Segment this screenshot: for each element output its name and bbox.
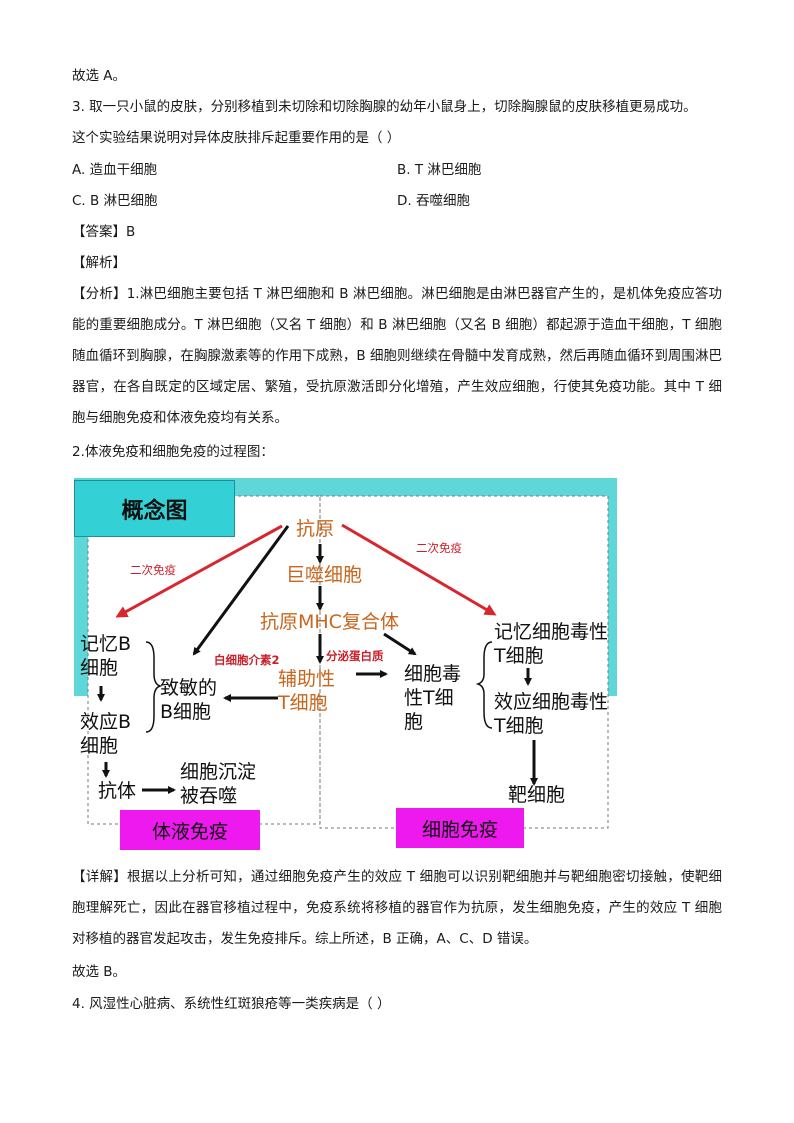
concept-map-title: 概念图 bbox=[74, 480, 235, 537]
question-4: 4. 风湿性心脏病、系统性红斑狼疮等一类疾病是（ ） bbox=[72, 996, 391, 1012]
node-macrophage: 巨噬细胞 bbox=[286, 564, 363, 586]
analysis-paragraph: 【分析】1.淋巴细胞主要包括 T 淋巴细胞和 B 淋巴细胞。淋巴细胞是由淋巴器官… bbox=[72, 279, 722, 434]
node-effector-cytotoxic-t-cell: 效应细胞毒性T细胞 bbox=[494, 691, 609, 737]
node-target-cell: 靶细胞 bbox=[508, 784, 566, 806]
cellular-immunity-box: 细胞免疫 bbox=[396, 808, 524, 848]
answer-label: 【答案】 bbox=[72, 224, 126, 240]
analysis-label: 【分析】 bbox=[72, 286, 127, 302]
option-c: C. B 淋巴细胞 bbox=[72, 193, 158, 209]
answer-value: B bbox=[126, 224, 136, 240]
node-effector-b-cell: 效应B细胞 bbox=[80, 711, 132, 757]
label-interleukin-2: 白细胞介素2 bbox=[214, 653, 280, 667]
node-cell-precipitate: 细胞沉淀被吞噬 bbox=[180, 761, 257, 807]
arrow-antigen-to-sensitized-b bbox=[192, 525, 290, 656]
node-antigen-mhc-complex: 抗原MHC复合体 bbox=[260, 611, 399, 633]
option-a: A. 造血干细胞 bbox=[72, 162, 158, 178]
node-antigen: 抗原 bbox=[296, 518, 335, 540]
brace-t-cells bbox=[475, 641, 493, 729]
option-b: B. T 淋巴细胞 bbox=[397, 162, 482, 178]
node-sensitized-b-cell: 致敏的B细胞 bbox=[160, 677, 218, 723]
arrow-mhc-to-cytotoxic-t bbox=[383, 632, 417, 656]
brace-b-cells bbox=[145, 641, 163, 733]
label-secondary-immunity-right: 二次免疫 bbox=[416, 541, 462, 555]
node-helper-t-cell: 辅助性T细胞 bbox=[278, 668, 336, 714]
conclusion-a: 故选 A。 bbox=[72, 68, 127, 84]
question-3-line-1: 3. 取一只小鼠的皮肤，分别移植到未切除和切除胸腺的幼年小鼠身上，切除胸腺鼠的皮… bbox=[72, 99, 697, 115]
node-antibody: 抗体 bbox=[98, 780, 137, 802]
conclusion-b: 故选 B。 bbox=[72, 964, 127, 980]
concept-map-graphics bbox=[74, 478, 617, 833]
node-memory-cytotoxic-t-cell: 记忆细胞毒性T细胞 bbox=[494, 621, 609, 667]
label-secondary-immunity-left: 二次免疫 bbox=[130, 563, 176, 577]
arrow-antigen-to-memory-b bbox=[115, 524, 283, 618]
immune-concept-map: 概念图 抗原 巨噬细胞 抗原MHC复合体 辅助性T细胞 记忆B细胞 致敏的B细胞… bbox=[74, 478, 617, 850]
arrow-antigen-to-memory-t bbox=[341, 523, 497, 616]
humoral-immunity-box: 体液免疫 bbox=[120, 810, 260, 850]
process-diagram-caption: 2.体液免疫和细胞免疫的过程图： bbox=[72, 444, 274, 460]
detail-label: 【详解】 bbox=[72, 869, 128, 885]
option-d: D. 吞噬细胞 bbox=[397, 193, 470, 209]
detail-paragraph: 【详解】根据以上分析可知，通过细胞免疫产生的效应 T 细胞可以识别靶细胞并与靶细… bbox=[72, 862, 722, 955]
label-secrete-protein: 分泌蛋白质 bbox=[326, 649, 384, 663]
answer: 【答案】B bbox=[72, 222, 135, 242]
analysis-heading: 【解析】 bbox=[72, 255, 126, 271]
detail-text: 根据以上分析可知，通过细胞免疫产生的效应 T 细胞可以识别靶细胞并与靶细胞密切接… bbox=[72, 869, 723, 947]
node-memory-b-cell: 记忆B细胞 bbox=[80, 633, 132, 679]
question-3-line-2: 这个实验结果说明对异体皮肤排斥起重要作用的是（ ） bbox=[72, 130, 401, 146]
analysis-text: 1.淋巴细胞主要包括 T 淋巴细胞和 B 淋巴细胞。淋巴细胞是由淋巴器官产生的，… bbox=[72, 286, 722, 426]
node-cytotoxic-t-cell: 细胞毒性T细胞 bbox=[404, 663, 462, 733]
